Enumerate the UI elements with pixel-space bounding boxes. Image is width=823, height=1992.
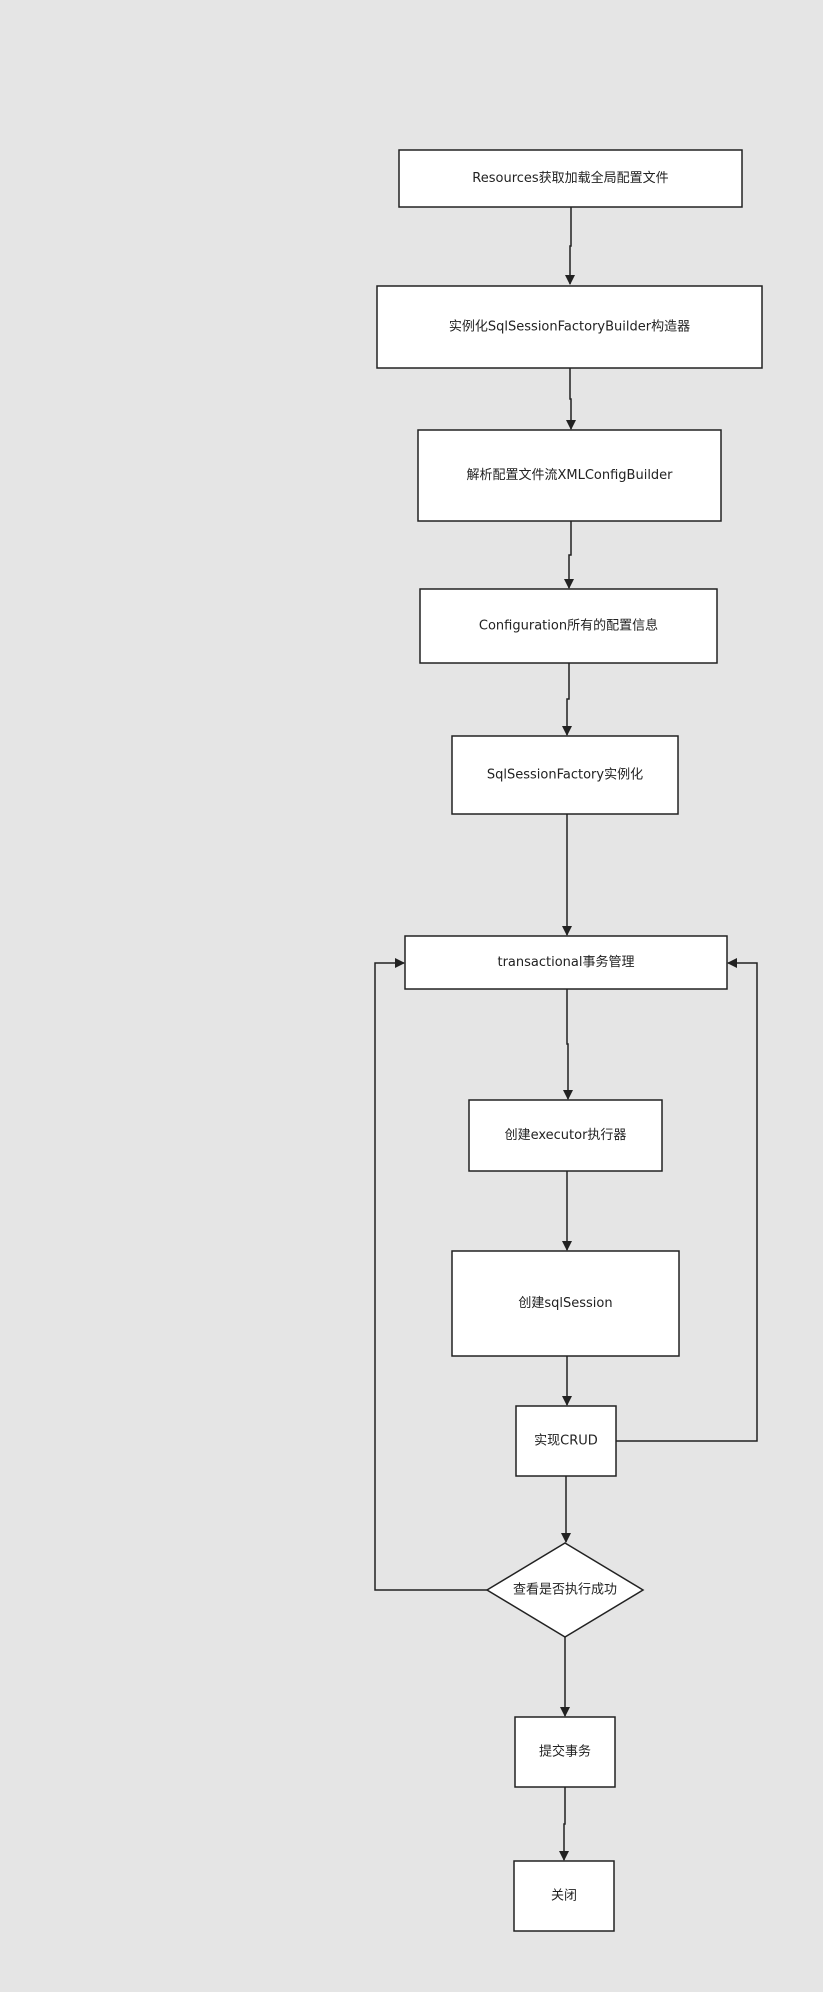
node-check: 查看是否执行成功: [485, 1542, 645, 1638]
edge-configuration-to-factory: [562, 663, 572, 736]
node-resources: Resources获取加载全局配置文件: [398, 149, 743, 208]
nodes-layer: Resources获取加载全局配置文件实例化SqlSessionFactoryB…: [376, 149, 763, 1932]
node-configuration-box: [419, 588, 718, 664]
edge-resources-to-builder: [565, 207, 575, 285]
node-transactional-box: [404, 935, 728, 990]
node-close: 关闭: [513, 1860, 615, 1932]
node-factory-box: [451, 735, 679, 815]
node-builder: 实例化SqlSessionFactoryBuilder构造器: [376, 285, 763, 369]
node-commit: 提交事务: [514, 1716, 616, 1788]
node-sqlsession-label: 创建sqlSession: [518, 1296, 612, 1311]
node-check-diamond: [485, 1542, 645, 1638]
edge-check-to-transactional: [374, 958, 487, 1591]
node-transactional-label: transactional事务管理: [497, 954, 634, 970]
node-builder-box: [376, 285, 763, 369]
node-resources-box: [398, 149, 743, 208]
node-xmlconfig-box: [417, 429, 722, 522]
node-close-box: [513, 1860, 615, 1932]
node-crud-box: [515, 1405, 617, 1477]
edges-layer: [374, 207, 758, 1861]
node-close-label: 关闭: [551, 1889, 577, 1904]
node-check-label: 查看是否执行成功: [513, 1582, 617, 1598]
edge-crud-to-transactional: [616, 958, 758, 1442]
node-executor-box: [468, 1099, 663, 1172]
node-factory-label: SqlSessionFactory实例化: [487, 768, 643, 783]
node-crud-label: 实现CRUD: [534, 1434, 598, 1449]
node-commit-box: [514, 1716, 616, 1788]
edge-commit-to-close: [559, 1787, 569, 1861]
node-executor-label: 创建executor执行器: [505, 1128, 627, 1143]
node-xmlconfig: 解析配置文件流XMLConfigBuilder: [417, 429, 722, 522]
node-resources-label: Resources获取加载全局配置文件: [472, 170, 668, 186]
edge-xmlconfig-to-configuration: [564, 521, 574, 589]
node-configuration-label: Configuration所有的配置信息: [479, 618, 658, 634]
edge-transactional-to-executor: [563, 989, 573, 1100]
node-builder-label: 实例化SqlSessionFactoryBuilder构造器: [449, 320, 690, 335]
node-commit-label: 提交事务: [539, 1744, 591, 1760]
node-transactional: transactional事务管理: [404, 935, 728, 990]
node-xmlconfig-label: 解析配置文件流XMLConfigBuilder: [466, 468, 673, 483]
edge-builder-to-xmlconfig: [566, 368, 576, 430]
node-factory: SqlSessionFactory实例化: [451, 735, 679, 815]
node-crud: 实现CRUD: [515, 1405, 617, 1477]
node-sqlsession: 创建sqlSession: [451, 1250, 680, 1357]
node-configuration: Configuration所有的配置信息: [419, 588, 718, 664]
node-executor: 创建executor执行器: [468, 1099, 663, 1172]
node-sqlsession-box: [451, 1250, 680, 1357]
